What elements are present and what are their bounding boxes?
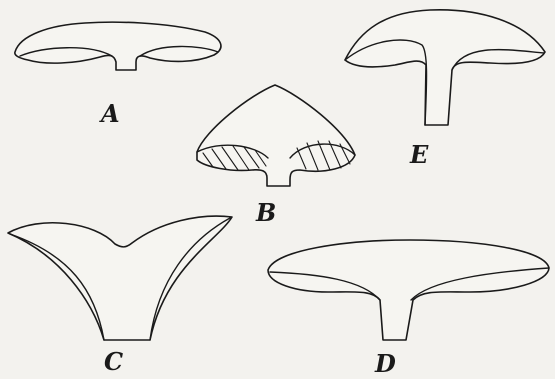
mushroom-c-outline — [8, 216, 232, 340]
mushroom-a: A — [15, 22, 221, 128]
mushroom-d: D — [268, 240, 549, 378]
mushroom-d-outline — [268, 240, 549, 340]
mushroom-c: C — [8, 216, 232, 376]
label-b: B — [255, 198, 276, 227]
label-d: D — [374, 349, 396, 378]
mushroom-e: E — [345, 10, 545, 169]
mushroom-b: B — [197, 85, 355, 227]
mushroom-b-outline — [197, 85, 355, 186]
label-c: C — [104, 347, 123, 376]
label-e: E — [409, 140, 429, 169]
mushroom-e-outline — [345, 10, 545, 125]
label-a: A — [99, 99, 120, 128]
